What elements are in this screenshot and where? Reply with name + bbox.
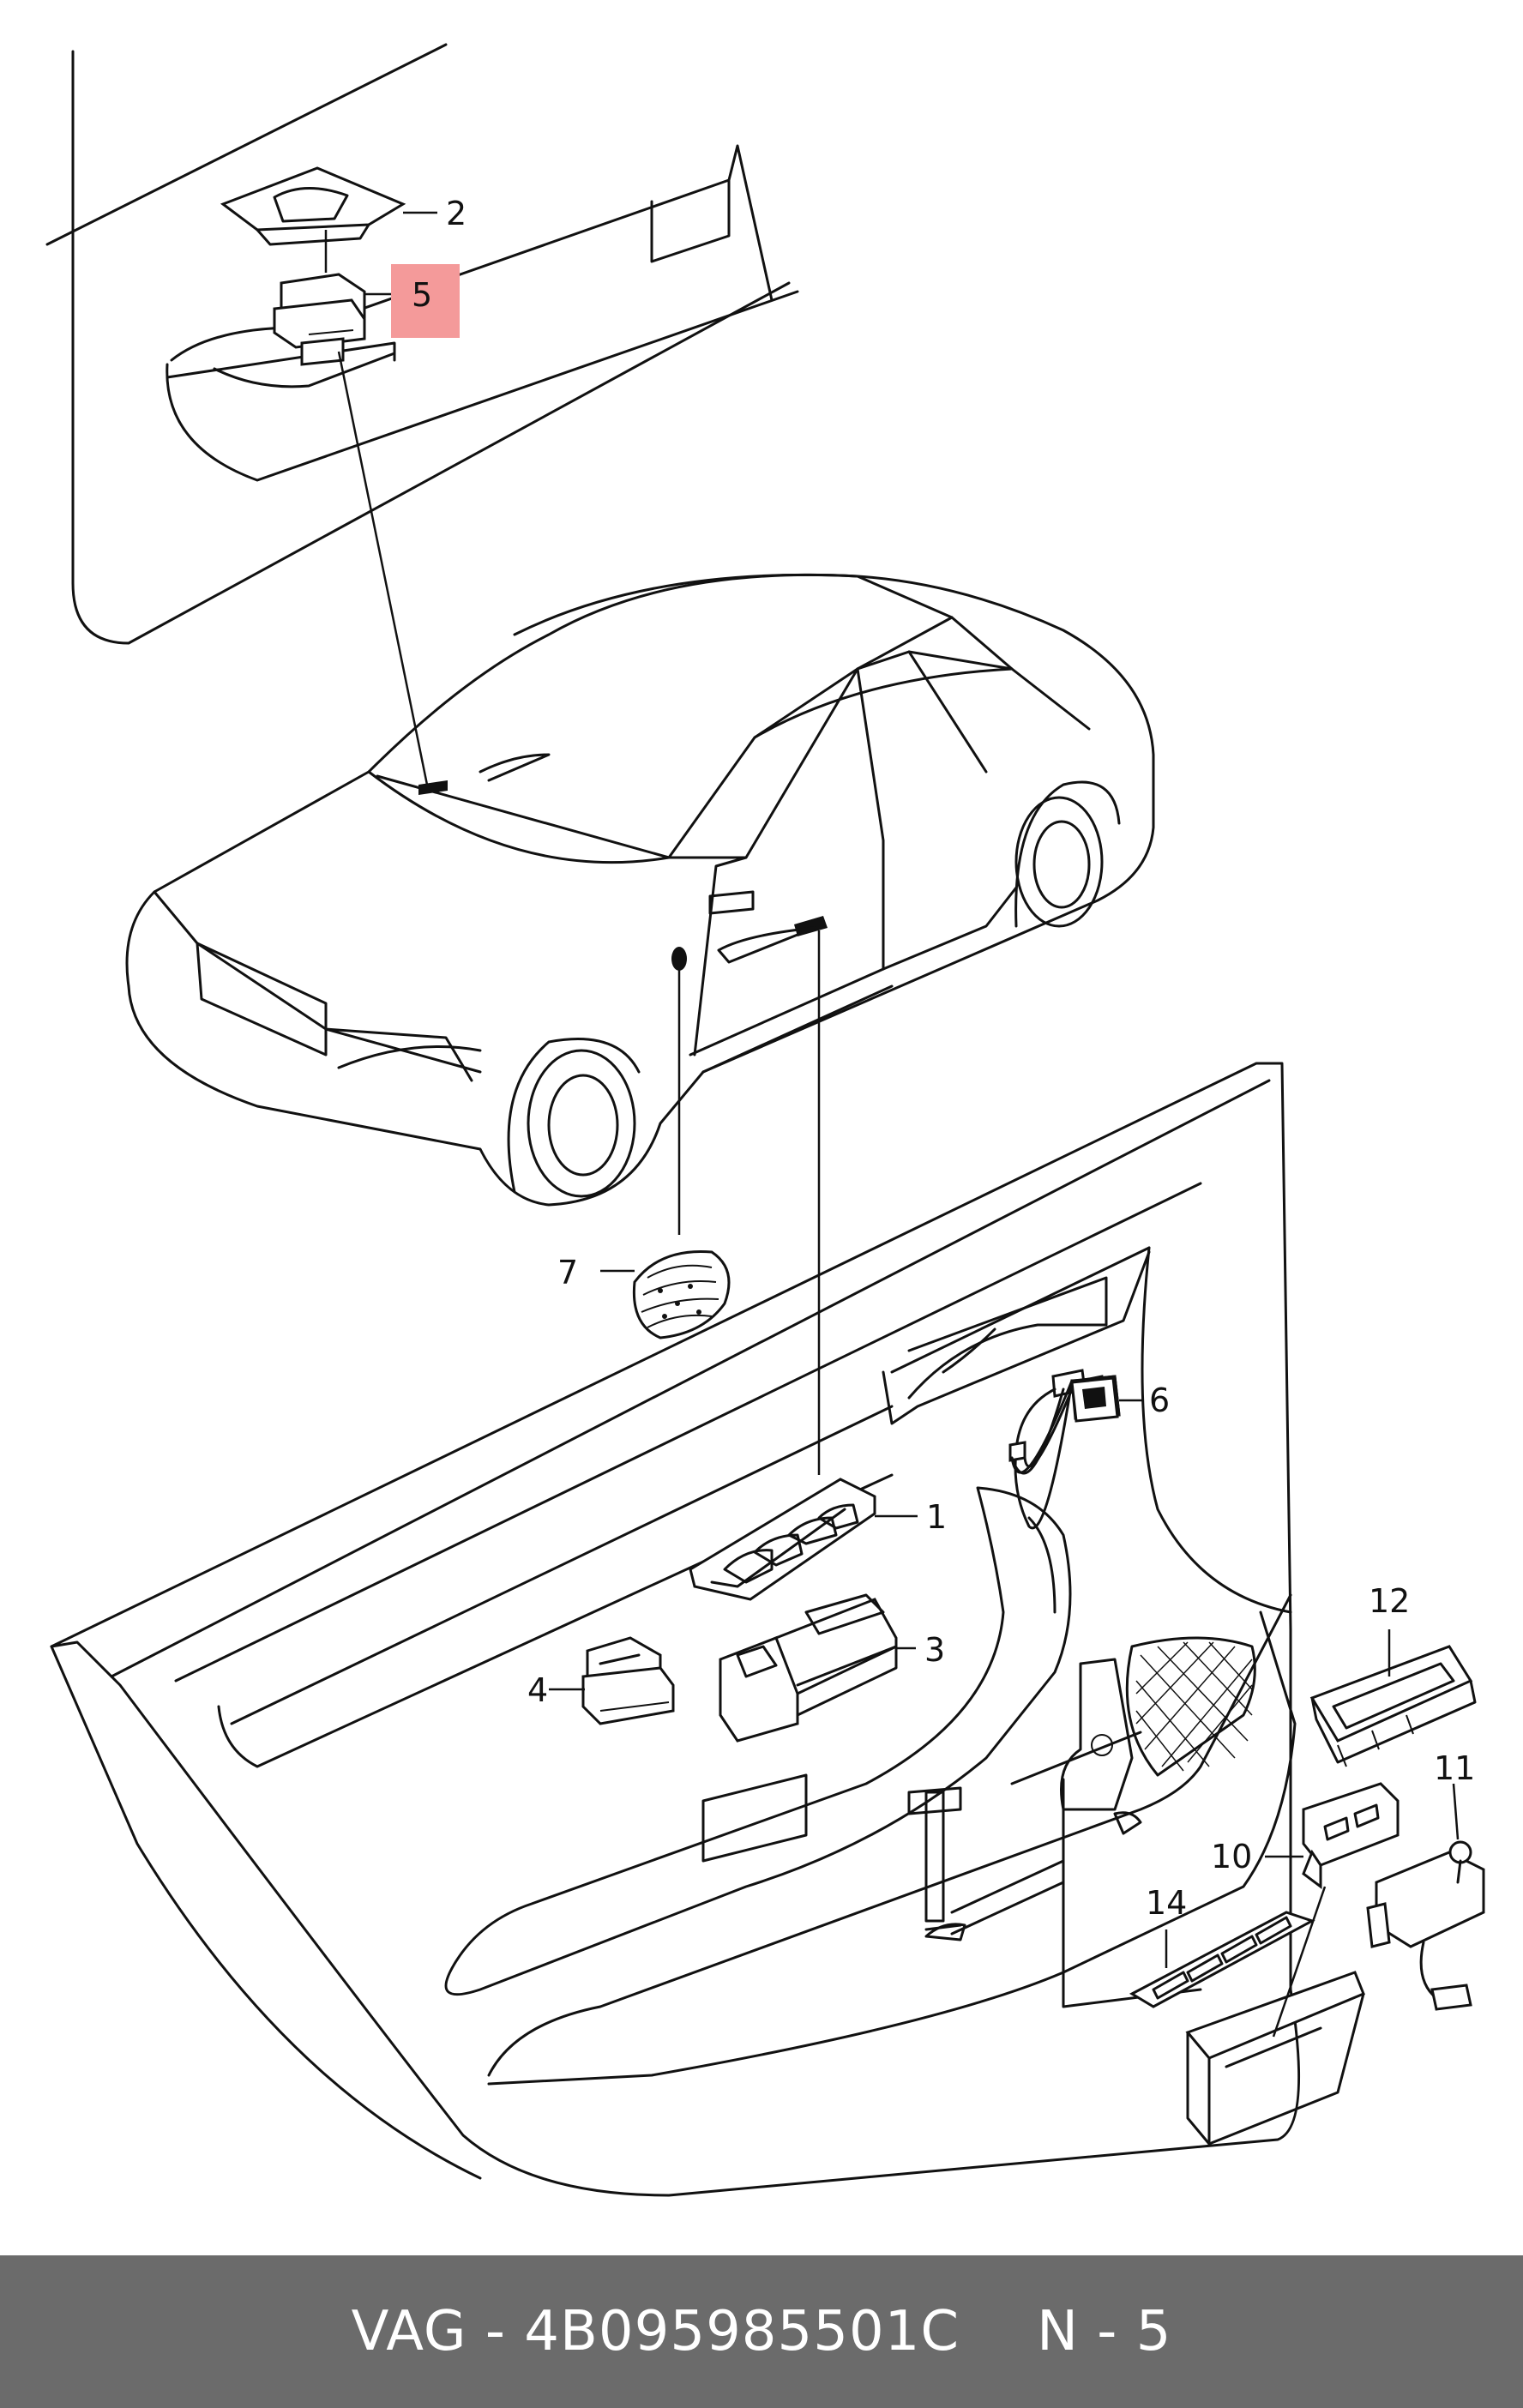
label-5: 5 xyxy=(412,276,432,314)
brand-separator: - xyxy=(485,2300,506,2363)
label-1: 1 xyxy=(926,1498,947,1536)
label-12: 12 xyxy=(1369,1582,1410,1620)
part-6-switch xyxy=(1070,1376,1119,1423)
label-14: 14 xyxy=(1146,1884,1187,1922)
position-text: N - 5 xyxy=(1037,2300,1172,2363)
part-number-text: 4B095985501C xyxy=(524,2300,960,2363)
label-2: 2 xyxy=(446,195,467,232)
exploded-parts-diagram: 2 5 xyxy=(45,43,1485,2197)
part-2-switch-trim xyxy=(220,166,406,246)
part-11-mirror-joystick xyxy=(1366,1840,1485,2011)
rear-armrest-detail xyxy=(45,43,799,645)
label-6: 6 xyxy=(1149,1382,1170,1419)
part-10-memory-switch xyxy=(1302,1782,1400,1889)
label-7: 7 xyxy=(557,1254,578,1291)
part-5-window-switch xyxy=(273,273,366,366)
door-trim-panel xyxy=(50,1062,1301,2197)
label-10: 10 xyxy=(1211,1838,1252,1875)
part-4-window-switch xyxy=(581,1636,675,1725)
label-4: 4 xyxy=(527,1671,548,1709)
label-5-highlight xyxy=(391,264,460,338)
part-12-switch-panel xyxy=(1309,1645,1477,1767)
label-11: 11 xyxy=(1434,1749,1475,1787)
part-1-switch-bezel xyxy=(689,1478,876,1601)
part-3-window-switch-unit xyxy=(719,1593,898,1743)
door-storage-pocket xyxy=(1185,1971,1365,2146)
sedan-car-outline xyxy=(125,573,1155,1207)
part-7-side-marker xyxy=(632,1249,731,1339)
label-3: 3 xyxy=(924,1631,945,1669)
brand-text: VAG xyxy=(351,2300,467,2363)
part-number-footer: VAG - 4B095985501C N - 5 xyxy=(0,2255,1523,2408)
